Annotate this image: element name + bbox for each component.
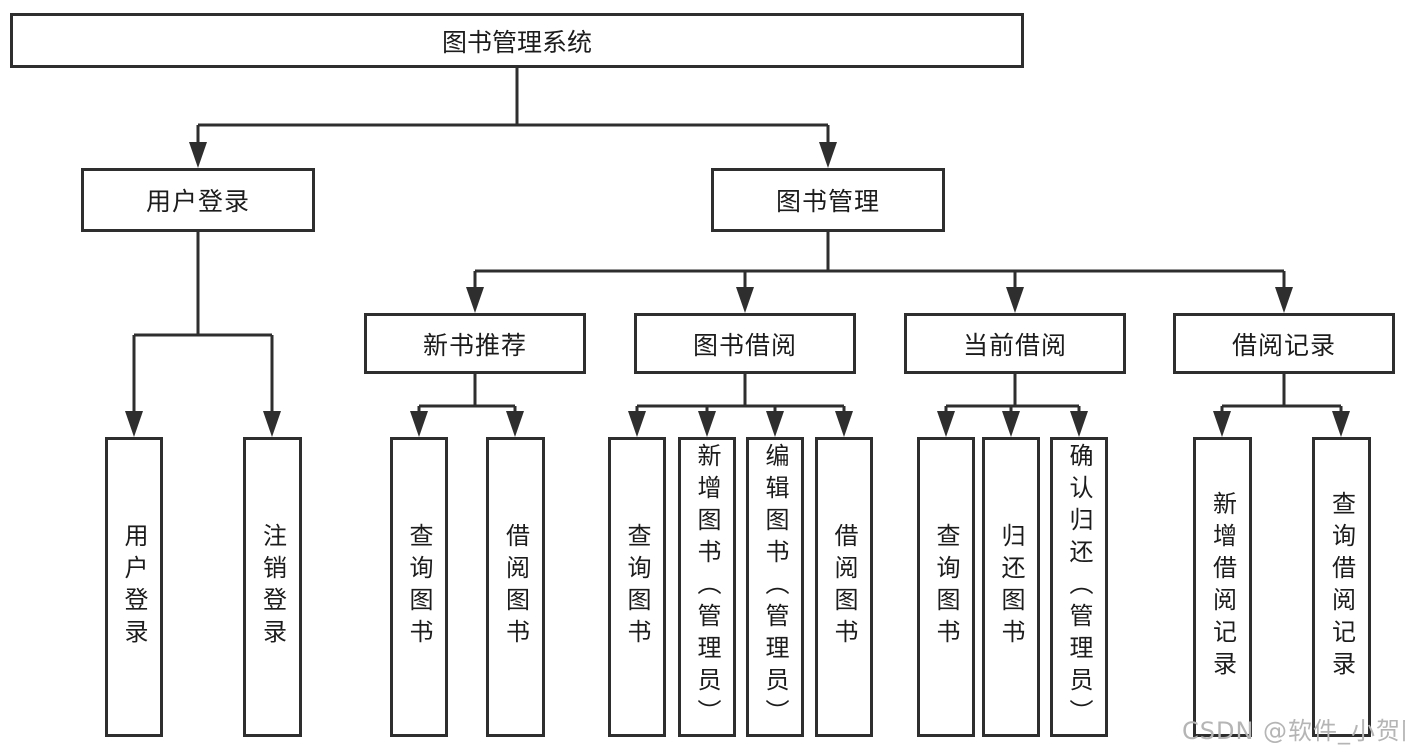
node-library-management-system: 图书管理系统 xyxy=(10,13,1024,68)
leaf-label: 查询图书 xyxy=(932,523,960,651)
node-user-login-group: 用户登录 xyxy=(81,168,315,232)
leaf-borrow-books-recommend: 借阅图书 xyxy=(486,437,545,737)
leaf-borrow-books: 借阅图书 xyxy=(815,437,873,737)
leaf-label: 查询图书 xyxy=(405,523,433,651)
leaf-confirm-return-admin: 确认归还（管理员） xyxy=(1050,437,1108,737)
node-new-book-recommend: 新书推荐 xyxy=(364,313,586,374)
leaf-label: 注销登录 xyxy=(258,523,287,651)
leaf-query-books-recommend: 查询图书 xyxy=(390,437,448,737)
leaf-label: 确认归还（管理员） xyxy=(1065,443,1093,731)
node-book-borrowing: 图书借阅 xyxy=(634,313,856,374)
node-current-borrowing: 当前借阅 xyxy=(904,313,1126,374)
leaf-edit-books-admin: 编辑图书（管理员） xyxy=(746,437,804,737)
leaf-label: 编辑图书（管理员） xyxy=(761,443,789,731)
leaf-label: 查询图书 xyxy=(623,523,651,651)
leaf-label: 用户登录 xyxy=(120,523,148,651)
leaf-label: 新增图书（管理员） xyxy=(693,443,721,731)
leaf-return-books: 归还图书 xyxy=(982,437,1040,737)
leaf-label: 借阅图书 xyxy=(501,523,530,651)
leaf-label: 查询借阅记录 xyxy=(1327,491,1356,683)
leaf-add-books-admin: 新增图书（管理员） xyxy=(678,437,736,737)
leaf-logout: 注销登录 xyxy=(243,437,302,737)
node-borrowing-records: 借阅记录 xyxy=(1173,313,1395,374)
csdn-watermark: CSDN @软件_小贺同学 xyxy=(1182,717,1405,745)
leaf-query-books-borrow: 查询图书 xyxy=(608,437,666,737)
leaf-query-borrow-record: 查询借阅记录 xyxy=(1312,437,1371,737)
leaf-query-books-current: 查询图书 xyxy=(917,437,975,737)
leaf-label: 新增借阅记录 xyxy=(1208,491,1237,683)
node-book-management-group: 图书管理 xyxy=(711,168,945,232)
leaf-label: 借阅图书 xyxy=(830,523,858,651)
leaf-label: 归还图书 xyxy=(997,523,1025,651)
leaf-add-borrow-record: 新增借阅记录 xyxy=(1193,437,1252,737)
leaf-user-login: 用户登录 xyxy=(105,437,163,737)
